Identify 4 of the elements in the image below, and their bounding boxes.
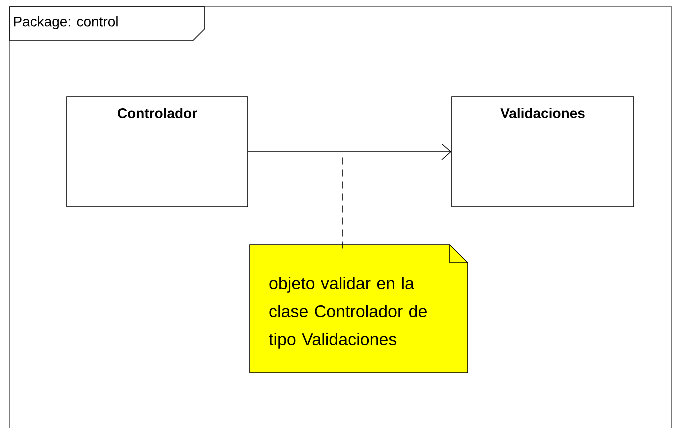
arrow: [248, 144, 452, 160]
class-box: Validaciones: [452, 96, 634, 208]
class-box: Controlador: [66, 96, 248, 208]
note: objeto validar en la clase Controlador de tipo Validaciones: [250, 244, 468, 374]
